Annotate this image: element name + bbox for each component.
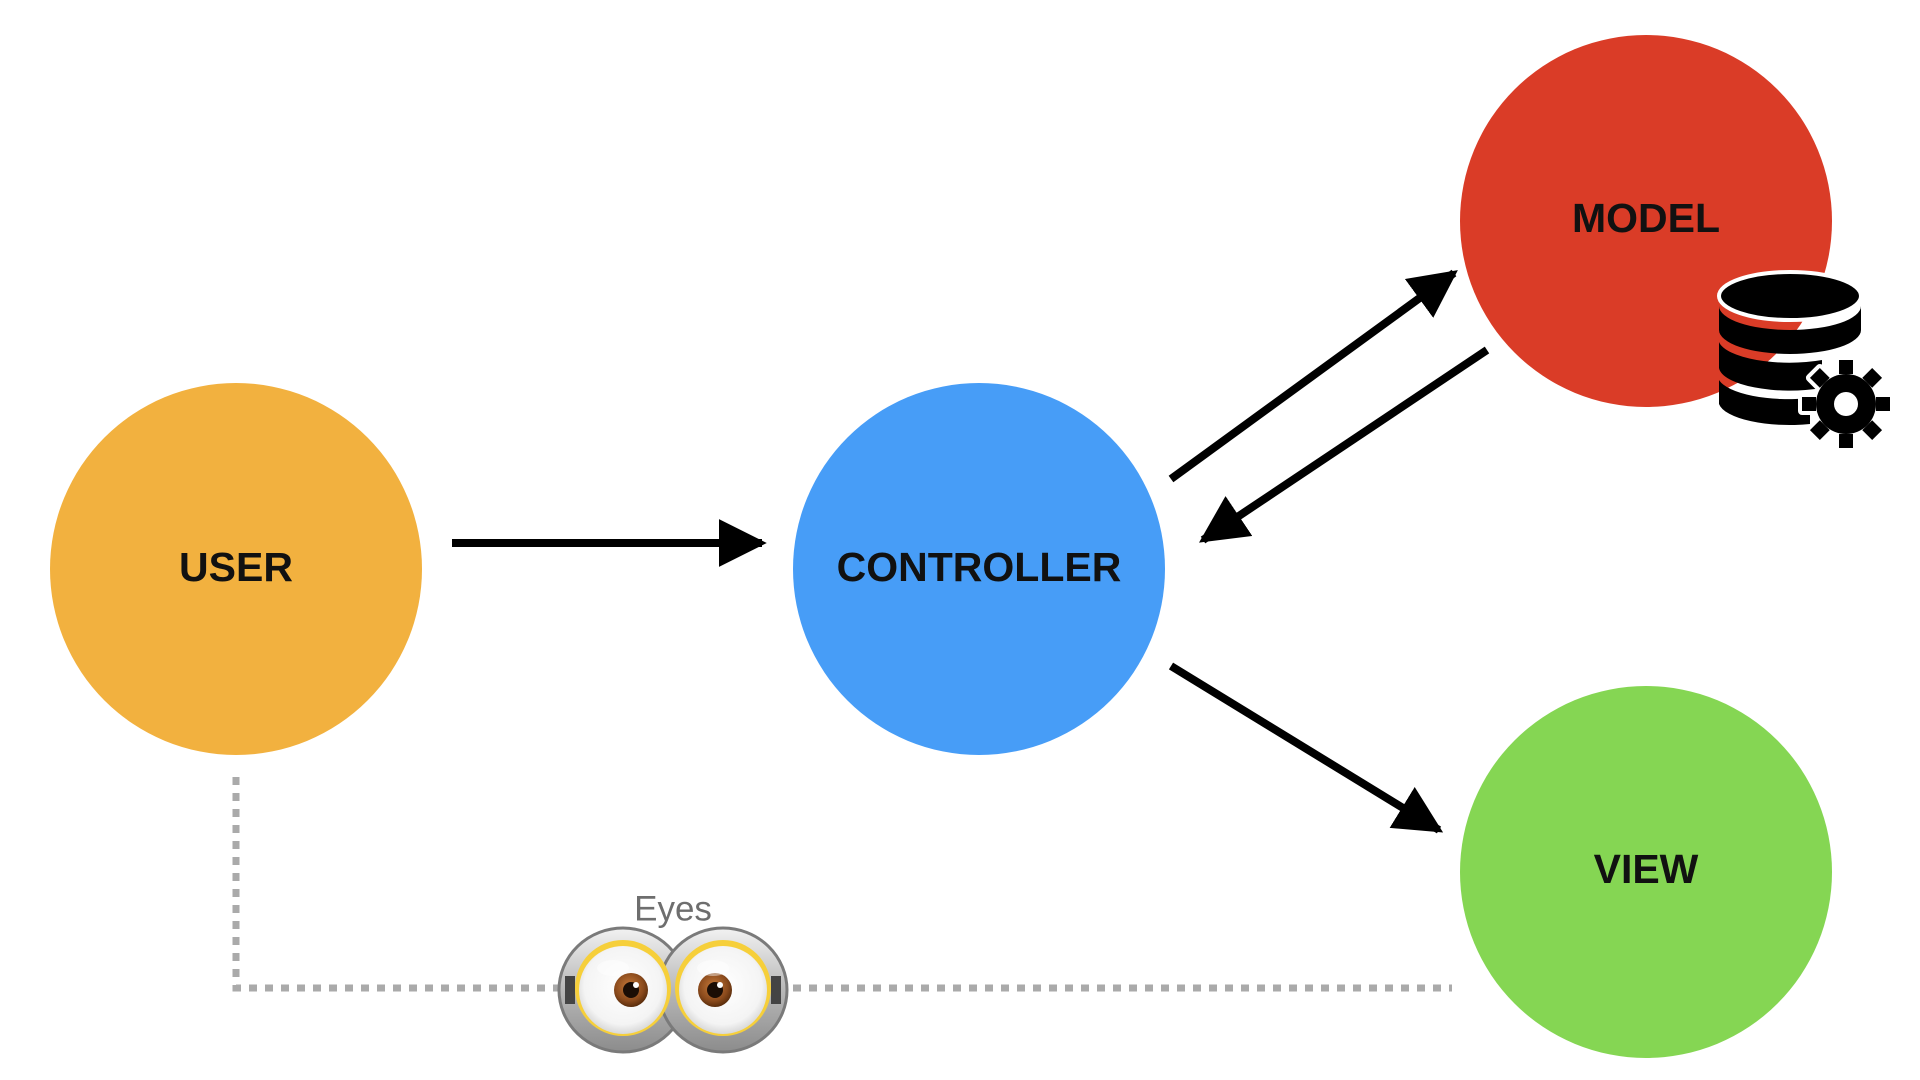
controller-node <box>793 383 1165 755</box>
arrow-controller-to-view <box>1168 662 1444 834</box>
user-label: USER <box>179 544 293 590</box>
arrow-controller-to-model <box>1168 269 1458 483</box>
controller-label: CONTROLLER <box>837 544 1122 590</box>
model-label: MODEL <box>1572 195 1720 241</box>
view-node <box>1460 686 1832 1058</box>
eyes-label: Eyes <box>634 889 712 928</box>
arrow-model-to-controller <box>1199 346 1490 544</box>
eyes-dotted-line <box>232 777 1452 992</box>
database-gear-icon <box>1717 270 1894 452</box>
goggle-eyes-icon <box>557 926 789 1054</box>
view-label: VIEW <box>1594 846 1699 892</box>
user-node <box>50 383 422 755</box>
